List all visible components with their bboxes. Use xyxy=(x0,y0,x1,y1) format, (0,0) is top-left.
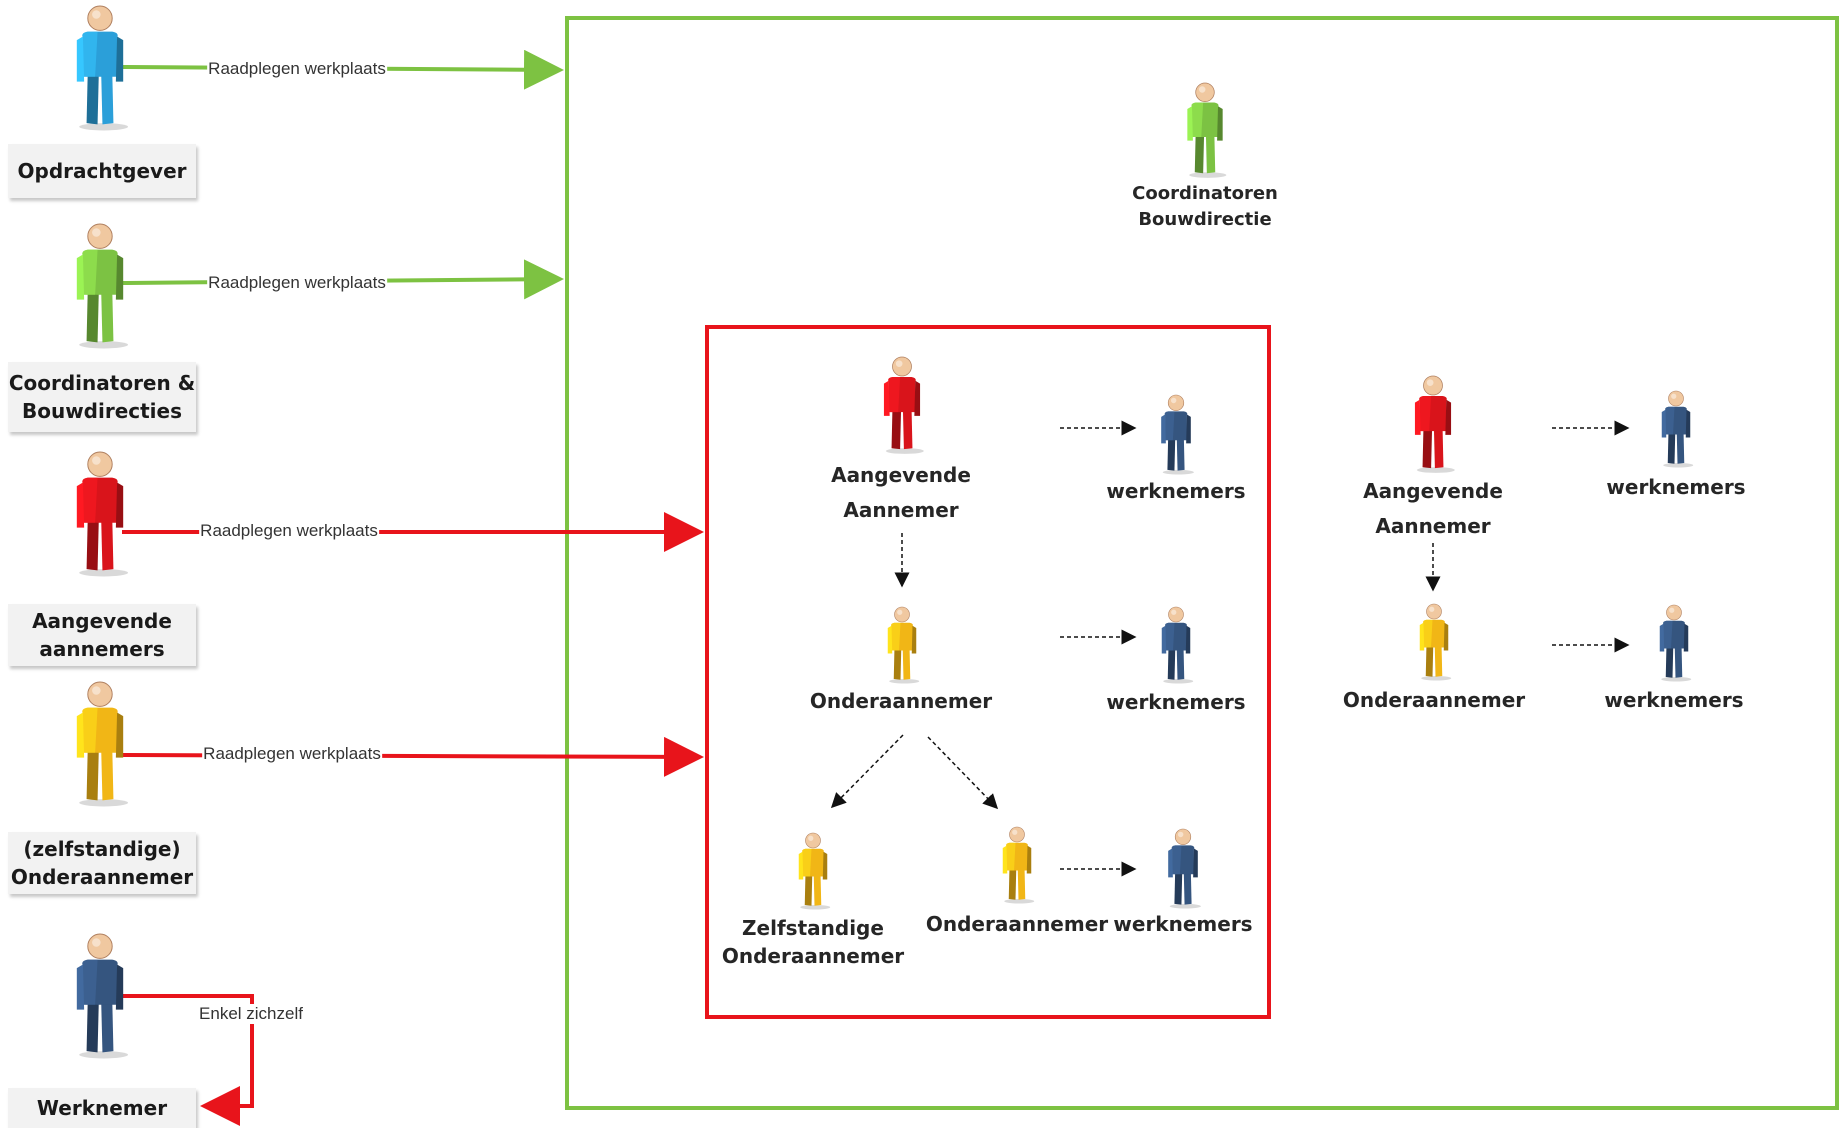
person-inner-main-contractor-icon xyxy=(883,356,924,454)
person-inner-self-employed-icon xyxy=(798,832,831,910)
outer-employees-label-2: werknemers xyxy=(1604,688,1744,712)
role-label-text: Onderaannemer xyxy=(10,865,194,889)
arrow-label-werknemer: Enkel zichzelf xyxy=(198,1004,304,1024)
person-inner-employees-icon-2 xyxy=(1161,606,1194,684)
inner-main-contractor-label: Aangevende Aannemer xyxy=(831,458,971,528)
coordinator-line1: Coordinatoren xyxy=(1132,183,1278,204)
person-inner-employees-icon-3 xyxy=(1168,828,1201,909)
inner-self-employed-label: Zelfstandige Onderaannemer xyxy=(722,914,904,970)
person-zelfstandige-icon xyxy=(76,681,129,807)
role-label-werknemer: Werknemer xyxy=(8,1088,196,1128)
workplace-frame xyxy=(565,16,1839,1110)
outer-main-line1: Aangevende xyxy=(1363,479,1503,503)
outer-employees-label-1: werknemers xyxy=(1606,475,1746,499)
inner-main-line1: Aangevende xyxy=(831,463,971,487)
person-inner-sub-subcontractor-icon xyxy=(1002,826,1035,904)
main-contractor-group-frame xyxy=(705,325,1271,1019)
role-label-text: aannemers xyxy=(39,637,165,661)
inner-self-employed-line2: Onderaannemer xyxy=(721,944,905,968)
inner-employees-label-3: werknemers xyxy=(1113,912,1253,936)
role-label-aangevende: Aangevende aannemers xyxy=(8,604,196,666)
role-label-text: Coordinatoren & xyxy=(8,371,196,395)
person-inner-employees-icon-1 xyxy=(1161,394,1194,475)
role-label-text: Werknemer xyxy=(36,1096,168,1120)
arrow-label-opdrachtgever: Raadplegen werkplaats xyxy=(207,59,387,79)
inner-main-line2: Aannemer xyxy=(843,498,959,522)
role-label-zelfstandige: (zelfstandige) Onderaannemer xyxy=(8,832,196,894)
inner-sub-to-subsub-arrow xyxy=(927,736,999,810)
inner-employees-label-2: werknemers xyxy=(1106,690,1246,714)
outer-subcontractor-label: Onderaannemer xyxy=(1342,688,1526,712)
coordinator-node-label: Coordinatoren Bouwdirectie xyxy=(1132,181,1278,233)
role-label-text: (zelfstandige) xyxy=(23,837,181,861)
role-label-opdrachtgever: Opdrachtgever xyxy=(8,144,196,198)
outer-main-contractor-label: Aangevende Aannemer xyxy=(1363,474,1503,544)
role-label-text: Aangevende xyxy=(32,609,172,633)
inner-self-employed-line1: Zelfstandige xyxy=(742,916,884,940)
arrow-label-coordinatoren: Raadplegen werkplaats xyxy=(207,273,387,293)
person-outer-employees-icon-2 xyxy=(1659,604,1692,682)
role-label-text: Bouwdirecties xyxy=(21,399,183,423)
person-coordinator-node-icon xyxy=(1187,82,1227,178)
inner-subcontractor-label: Onderaannemer xyxy=(809,689,993,713)
person-opdrachtgever-icon xyxy=(76,5,129,131)
outer-main-line2: Aannemer xyxy=(1375,514,1491,538)
inner-sub-subcontractor-label: Onderaannemer xyxy=(925,912,1109,936)
person-aangevende-icon xyxy=(76,451,129,577)
role-label-text: Opdrachtgever xyxy=(17,159,187,183)
person-werknemer-icon xyxy=(76,933,129,1059)
person-inner-subcontractor-icon xyxy=(887,606,920,684)
werknemer-self-arrow xyxy=(122,994,254,1126)
person-outer-subcontractor-icon xyxy=(1419,603,1452,681)
person-outer-employees-icon-1 xyxy=(1661,390,1694,468)
person-outer-main-contractor-icon xyxy=(1414,375,1455,473)
inner-sub-to-self-employed-arrow xyxy=(830,734,904,809)
arrow-label-aangevende: Raadplegen werkplaats xyxy=(199,521,379,541)
person-coordinatoren-icon xyxy=(76,223,129,349)
role-label-coordinatoren: Coordinatoren & Bouwdirecties xyxy=(8,362,196,432)
inner-employees-label-1: werknemers xyxy=(1106,479,1246,503)
coordinator-line2: Bouwdirectie xyxy=(1138,209,1272,230)
arrow-label-zelfstandige: Raadplegen werkplaats xyxy=(202,744,382,764)
